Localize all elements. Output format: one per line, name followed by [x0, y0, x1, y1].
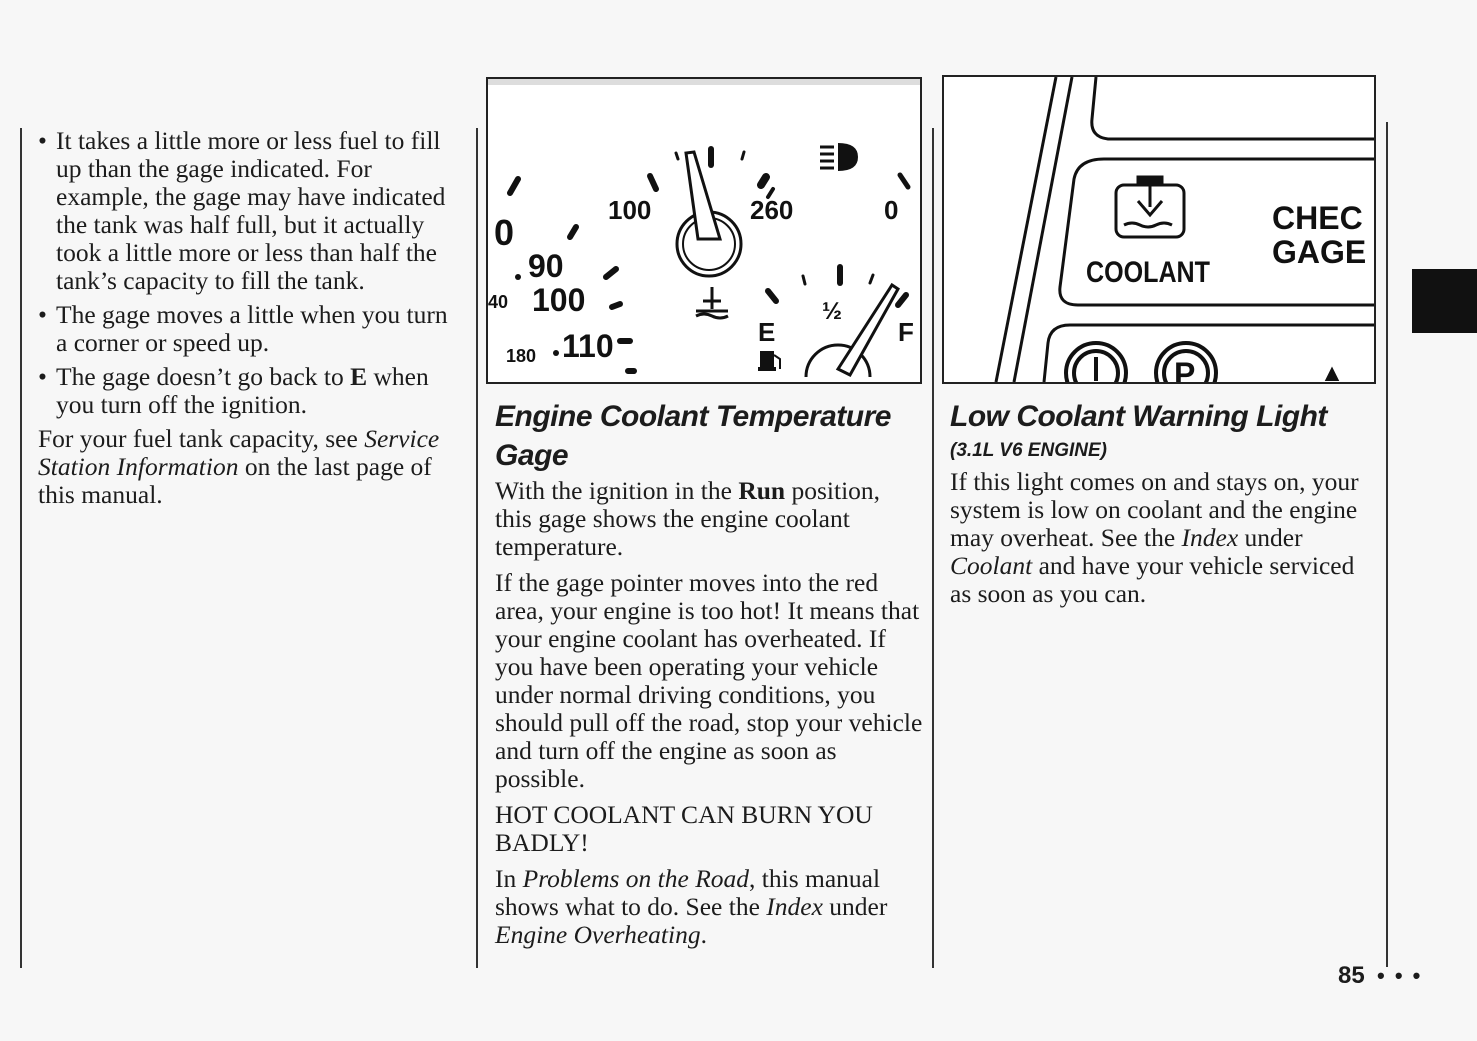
right-column: Low Coolant Warning Light (3.1L V6 ENGIN… — [950, 397, 1375, 616]
gauge-label: 100 — [532, 282, 585, 318]
check-label: CHEC — [1272, 200, 1363, 236]
gauge-label: 0 — [494, 212, 514, 253]
section-title: Engine Coolant Temperature Gage — [495, 400, 891, 472]
body-paragraph: With the ignition in the Run position, t… — [495, 476, 881, 561]
gauge-label: 180 — [506, 346, 536, 366]
coolant-temp-icon — [695, 287, 729, 320]
temp-gauge-needle — [675, 150, 743, 278]
fuel-gage-notes: It takes a little more or less fuel to f… — [38, 127, 463, 419]
section-subtitle: (3.1L V6 ENGINE) — [950, 440, 1107, 461]
brake-park-icons: P — [1064, 341, 1340, 382]
gauge-label: 260 — [750, 195, 793, 225]
coolant-gauge-figure: 0 90 100 110 180 40 100 260 0 E ½ F — [486, 77, 922, 384]
left-column: It takes a little more or less fuel to f… — [38, 127, 463, 517]
middle-column: Engine Coolant Temperature Gage With the… — [495, 397, 923, 957]
column-rule-left — [20, 128, 22, 968]
gauge-label: 40 — [488, 292, 508, 312]
gauge-label: ½ — [822, 298, 842, 325]
fuel-capacity-paragraph: For your fuel tank capacity, see Service… — [38, 424, 440, 509]
gage-label: GAGE — [1272, 234, 1366, 270]
column-rule-3 — [932, 128, 934, 968]
bullet-item: The gage moves a little when you turn a … — [38, 301, 463, 357]
column-rule-right — [1386, 122, 1388, 967]
gauge-label: E — [758, 317, 775, 347]
fuel-pump-icon — [758, 351, 781, 371]
body-paragraph: If this light comes on and stays on, you… — [950, 467, 1359, 608]
page-dots: • • • — [1377, 963, 1423, 988]
left-gauge-ticks — [507, 176, 637, 374]
page-number: 85 — [1338, 962, 1365, 989]
body-paragraph: In Problems on the Road, this manual sho… — [495, 864, 888, 949]
panel-illustration: COOLANT CHEC GAGE P — [944, 77, 1374, 382]
bullet-item: The gage doesn’t go back to E when you t… — [38, 363, 463, 419]
gauge-label: 90 — [528, 248, 564, 284]
section-tab-marker — [1412, 269, 1477, 333]
section-title: Low Coolant Warning Light — [950, 400, 1327, 433]
body-paragraph: If the gage pointer moves into the red a… — [495, 568, 923, 793]
coolant-warning-light-figure: COOLANT CHEC GAGE P — [942, 75, 1376, 384]
gauge-label: 100 — [608, 195, 651, 225]
column-rule-2 — [476, 128, 478, 968]
svg-text:P: P — [1174, 356, 1195, 382]
bullet-item: It takes a little more or less fuel to f… — [38, 127, 463, 295]
gauge-label: 0 — [884, 195, 898, 225]
coolant-warning-icon — [1114, 175, 1186, 239]
coolant-label: COOLANT — [1086, 256, 1210, 289]
gauge-label: 110 — [562, 328, 614, 364]
headlamp-icon — [820, 143, 858, 171]
fuel-gauge-ticks — [765, 172, 911, 308]
gauge-illustration: 0 90 100 110 180 40 100 260 0 E ½ F — [488, 79, 920, 378]
warning-text: HOT COOLANT CAN BURN YOU BADLY! — [495, 800, 873, 857]
fuel-gauge-needle — [804, 282, 900, 378]
gauge-label: F — [898, 317, 914, 347]
temp-gauge-ticks — [647, 146, 775, 199]
